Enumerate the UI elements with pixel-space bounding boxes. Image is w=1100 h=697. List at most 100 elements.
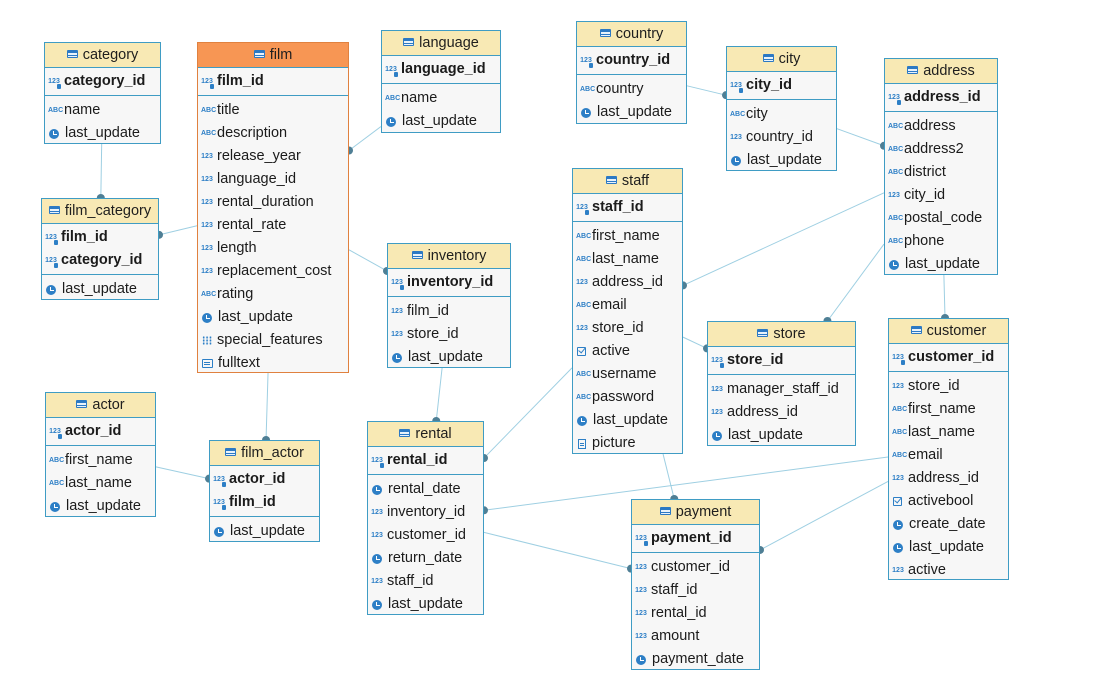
- attribute-column[interactable]: last_update: [42, 278, 158, 301]
- attribute-column[interactable]: last_update: [368, 593, 483, 616]
- attribute-column[interactable]: last_update: [727, 149, 836, 172]
- attribute-column[interactable]: payment_date: [632, 648, 759, 671]
- attribute-column[interactable]: last_update: [708, 424, 855, 447]
- entity-header[interactable]: city: [727, 47, 836, 72]
- entity-header[interactable]: rental: [368, 422, 483, 447]
- entity-header[interactable]: language: [382, 31, 500, 56]
- attribute-column[interactable]: last_update: [885, 253, 997, 276]
- attribute-column[interactable]: last_update: [198, 306, 348, 329]
- entity-header[interactable]: payment: [632, 500, 759, 525]
- entity-header[interactable]: address: [885, 59, 997, 84]
- attribute-column[interactable]: last_update: [382, 110, 500, 133]
- attribute-column[interactable]: active: [573, 340, 682, 363]
- attribute-column[interactable]: last_update: [889, 536, 1008, 559]
- attribute-column[interactable]: last_update: [45, 122, 160, 145]
- attribute-column[interactable]: last_update: [388, 346, 510, 369]
- attribute-column[interactable]: create_date: [889, 513, 1008, 536]
- attribute-column[interactable]: fulltext: [198, 352, 348, 375]
- attribute-column[interactable]: last_update: [46, 495, 155, 518]
- attribute-column[interactable]: activebool: [889, 490, 1008, 513]
- entity-header[interactable]: staff: [573, 169, 682, 194]
- attribute-column[interactable]: last_update: [577, 101, 686, 124]
- attribute-column[interactable]: return_date: [368, 547, 483, 570]
- attribute-column[interactable]: last_update: [573, 409, 682, 432]
- entity-header[interactable]: country: [577, 22, 686, 47]
- attribute-column[interactable]: last_update: [210, 520, 319, 543]
- entity-header[interactable]: film: [198, 43, 348, 68]
- attribute-column[interactable]: picture: [573, 432, 682, 455]
- entity-header[interactable]: store: [708, 322, 855, 347]
